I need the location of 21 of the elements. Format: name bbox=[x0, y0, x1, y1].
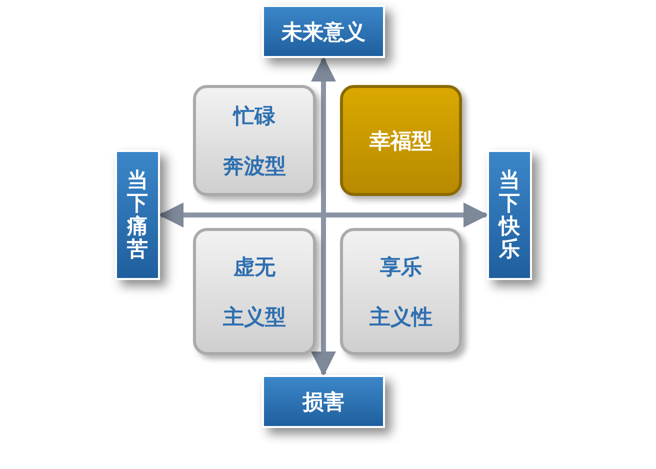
quadrant-label: 当下痛苦 bbox=[127, 168, 148, 262]
quadrant-label: 奔波型 bbox=[223, 152, 286, 180]
quadrant-box bbox=[193, 85, 316, 196]
quadrant-label: 主义性 bbox=[370, 304, 432, 330]
axis-label-box bbox=[262, 375, 385, 428]
highlighted-quadrant-box bbox=[340, 85, 462, 196]
double-arrow bbox=[311, 56, 336, 376]
quadrant-label: 忙碌 bbox=[234, 102, 276, 130]
axis-label-box bbox=[115, 150, 160, 280]
quadrant-label: 损害 bbox=[302, 388, 344, 416]
quadrant-label: 幸福型 bbox=[370, 128, 432, 154]
quadrant-label: 未来意义 bbox=[282, 18, 366, 46]
quadrant-label: 享乐 bbox=[380, 254, 422, 280]
quadrant-box bbox=[193, 228, 316, 355]
axis-label-box bbox=[487, 150, 532, 280]
quadrant-label: 虚无 bbox=[234, 254, 276, 280]
quadrant-box bbox=[340, 228, 462, 355]
quadrant-label: 主义型 bbox=[223, 304, 286, 330]
double-arrow bbox=[158, 202, 488, 228]
quadrant-label: 当下快乐 bbox=[499, 168, 520, 262]
axis-label-box bbox=[262, 5, 385, 58]
